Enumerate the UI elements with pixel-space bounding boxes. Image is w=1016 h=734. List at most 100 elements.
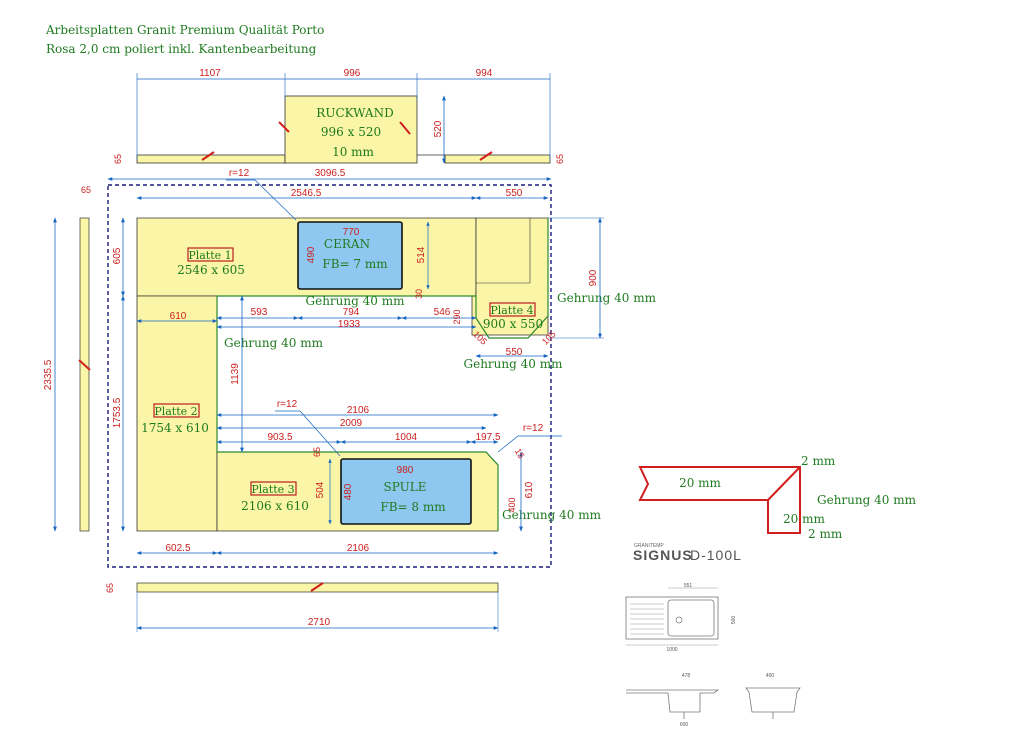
backsplash-group: RUCKWAND 996 x 520 10 mm 1107 996 994 52… <box>113 68 565 164</box>
dim-text-994: 994 <box>476 68 493 79</box>
edge-profile-detail: 20 mm 2 mm Gehrung 40 mm 20 mm 2 mm <box>638 454 917 541</box>
backsplash-panel <box>284 95 418 164</box>
sink-drain <box>675 616 683 624</box>
dim-text-3096: 3096.5 <box>315 168 346 179</box>
ceran-corner-leader <box>226 179 297 221</box>
dim-text-1004: 1004 <box>395 432 418 443</box>
ceran-label: CERAN <box>324 237 370 251</box>
ceran-cutout <box>297 221 403 290</box>
profile-height: 20 mm <box>783 512 825 526</box>
miter-label-plate4: Gehrung 40 mm <box>464 357 564 371</box>
miter-label-top: Gehrung 40 mm <box>306 294 406 308</box>
dim-text-2710: 2710 <box>308 617 331 628</box>
dim-text-2009: 2009 <box>340 418 363 429</box>
miter-label-left: Gehrung 40 mm <box>224 336 324 350</box>
sink-product-sheet: GRANITEMP SIGNUS D-100L 551 500 1000 478… <box>625 543 801 728</box>
spule-label: SPULE <box>384 480 427 494</box>
plate-3-name: Platte 3 <box>251 483 294 496</box>
plate-1-label-box <box>187 247 234 262</box>
sink-bowl <box>667 599 715 637</box>
edge-mark <box>479 151 493 161</box>
plate-3-miter-edge <box>217 451 499 531</box>
profile-top-thickness: 20 mm <box>679 476 721 490</box>
edge-profile-shape <box>638 466 801 534</box>
edge-profile-miter <box>767 466 801 501</box>
dim-text-550-top: 550 <box>506 188 523 199</box>
backsplash-size: 996 x 520 <box>321 125 381 139</box>
plate-3-size: 2106 x 610 <box>241 499 309 513</box>
profile-thin-top: 2 mm <box>801 454 836 468</box>
dim-text-550-p4: 550 <box>506 347 523 358</box>
dim-text-65-strip: 65 <box>81 185 91 195</box>
worktop-layout: CERAN FB= 7 mm 770 490 514 r=12 SPULE FB… <box>43 168 657 632</box>
sink-dim-478: 478 <box>682 673 691 679</box>
sink-dim-551: 551 <box>684 583 693 589</box>
dim-text-65-p3: 65 <box>312 447 322 457</box>
sink-model: SIGNUS <box>633 547 693 563</box>
dim-text-65-right: 65 <box>555 154 565 164</box>
dim-text-30: 30 <box>414 289 424 299</box>
spule-width: 980 <box>397 465 414 476</box>
backsplash-strip-left <box>136 154 286 164</box>
dim-text-794: 794 <box>343 307 360 318</box>
edge-mark <box>310 582 324 592</box>
dim-text-400: 400 <box>507 497 517 512</box>
dim-text-610-left: 610 <box>170 311 187 322</box>
profile-thin-bottom: 2 mm <box>808 527 843 541</box>
plate-1-size: 2546 x 605 <box>177 263 245 277</box>
title-line-2: Rosa 2,0 cm poliert inkl. Kantenbearbeit… <box>46 42 317 56</box>
corner-leader-right <box>497 435 562 453</box>
dim-text-900: 900 <box>588 269 599 286</box>
edge-mark <box>278 121 290 133</box>
plate-2-name: Platte 2 <box>154 405 197 418</box>
dim-text-996: 996 <box>344 68 361 79</box>
dim-text-1753: 1753.5 <box>112 397 123 428</box>
dim-text-197: 197.5 <box>475 432 500 443</box>
dim-text-1139: 1139 <box>230 363 241 385</box>
backsplash-strip-right <box>444 154 551 164</box>
ceran-width: 770 <box>343 227 360 238</box>
dim-text-593: 593 <box>251 307 268 318</box>
title-line-1: Arbeitsplatten Granit Premium Qualität P… <box>46 23 325 37</box>
sink-dim-400: 400 <box>766 673 775 679</box>
dim-text-1933: 1933 <box>338 319 361 330</box>
ceran-depth: 514 <box>416 246 427 263</box>
sink-dim-1000: 1000 <box>666 647 677 653</box>
dim-text-1107: 1107 <box>199 68 221 79</box>
sink-drainer-lines <box>630 603 664 635</box>
miter-label-right: Gehrung 40 mm <box>557 291 657 305</box>
plate-1-name: Platte 1 <box>188 249 231 262</box>
sink-side-view <box>626 689 720 713</box>
backsplash-label: RUCKWAND <box>316 106 393 120</box>
edge-mark <box>78 359 91 371</box>
plate-2-size: 1754 x 610 <box>141 421 209 435</box>
sink-front-view <box>745 687 801 713</box>
ceran-fb: FB= 7 mm <box>322 257 388 271</box>
left-strip <box>79 217 90 532</box>
dim-text-65-bottom: 65 <box>105 583 115 593</box>
plate-2-miter-edge <box>217 295 477 318</box>
corner-radius-right: r=12 <box>523 423 544 434</box>
plate-3-label-box <box>250 481 297 496</box>
plate-4-name: Platte 4 <box>490 304 533 317</box>
dim-text-2106-bottom: 2106 <box>347 543 370 554</box>
dim-text-2335: 2335.5 <box>43 359 54 390</box>
dim-text-520: 520 <box>433 120 444 137</box>
spule-depth: 504 <box>315 481 326 498</box>
spule-cutout <box>340 458 472 525</box>
sink-top-view <box>625 596 719 640</box>
dim-text-903: 903.5 <box>267 432 292 443</box>
plate-4-label-box <box>489 302 536 317</box>
dim-text-602: 602.5 <box>165 543 190 554</box>
spule-fb: FB= 8 mm <box>380 500 446 514</box>
dim-text-610-p3: 610 <box>524 481 535 498</box>
spule-height: 480 <box>343 483 354 500</box>
miter-label-plate3: Gehrung 40 mm <box>502 508 602 522</box>
room-outline <box>107 184 552 568</box>
profile-miter-label: Gehrung 40 mm <box>817 493 917 507</box>
sink-dim-500: 500 <box>731 616 737 625</box>
dim-text-15: 15 <box>513 447 527 461</box>
edge-mark <box>399 121 411 135</box>
dim-text-2546: 2546.5 <box>291 188 322 199</box>
plate-4-size: 900 x 550 <box>483 317 543 331</box>
